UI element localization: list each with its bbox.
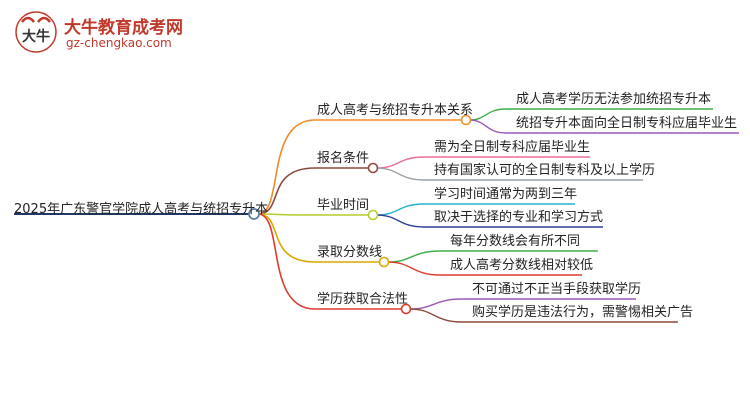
leaf-label: 成人高考学历无法参加统招专升本 xyxy=(516,92,712,107)
leaf-label: 持有国家认可的全日制专科及以上学历 xyxy=(434,163,656,178)
branch-relation-label: 成人高考与统招专升本关系 xyxy=(317,103,474,118)
leaf-label: 购买学历是违法行为，需警惕相关广告 xyxy=(472,305,694,320)
leaf-connector xyxy=(409,298,463,310)
branch-connector xyxy=(257,213,316,263)
branch-connector xyxy=(257,167,316,215)
branch-connector xyxy=(257,213,316,216)
branch-node-circle xyxy=(378,256,390,268)
leaf-label: 需为全日制专科应届毕业生 xyxy=(434,140,591,155)
bull-logo-icon: 大牛 xyxy=(15,11,57,53)
leaf-label: 取决于选择的专业和学习方式 xyxy=(434,210,604,225)
branch-legality-label: 学历获取合法性 xyxy=(317,292,409,307)
root-topic-label: 2025年广东警官学院成人高考与统招专升本 xyxy=(14,202,269,217)
branch-node-circle xyxy=(400,303,412,315)
branch-node-circle xyxy=(460,114,472,126)
leaf-connector xyxy=(376,156,425,169)
leaf-label: 学习时间通常为两到三年 xyxy=(434,187,578,202)
site-logo[interactable]: 大牛 大牛教育成考网 gz-chengkao.com xyxy=(14,10,204,56)
leaf-connector xyxy=(376,167,425,181)
branch-node-circle xyxy=(367,209,379,221)
branch-connector xyxy=(257,119,316,215)
branch-connector xyxy=(257,213,316,310)
branch-duration-label: 毕业时间 xyxy=(317,198,370,213)
leaf-connector xyxy=(409,308,463,323)
leaf-label: 每年分数线会有所不同 xyxy=(450,234,581,249)
site-title: 大牛教育成考网 xyxy=(64,18,183,38)
leaf-label: 不可通过不正当手段获取学历 xyxy=(472,282,642,297)
branch-node-circle xyxy=(367,162,379,174)
site-url: gz-chengkao.com xyxy=(66,36,172,50)
leaf-connector xyxy=(376,214,425,228)
svg-text:大牛: 大牛 xyxy=(22,28,50,45)
branch-score-label: 录取分数线 xyxy=(317,245,383,260)
leaf-connector xyxy=(469,119,507,134)
leaf-connector xyxy=(387,250,441,263)
leaf-connector xyxy=(376,203,425,216)
root-node-circle xyxy=(248,208,260,220)
leaf-label: 统招专升本面向全日制专科应届毕业生 xyxy=(516,116,738,131)
leaf-connector xyxy=(469,108,507,121)
leaf-label: 成人高考分数线相对较低 xyxy=(450,258,594,273)
leaf-connector xyxy=(387,261,441,276)
branch-requirements-label: 报名条件 xyxy=(317,151,370,166)
